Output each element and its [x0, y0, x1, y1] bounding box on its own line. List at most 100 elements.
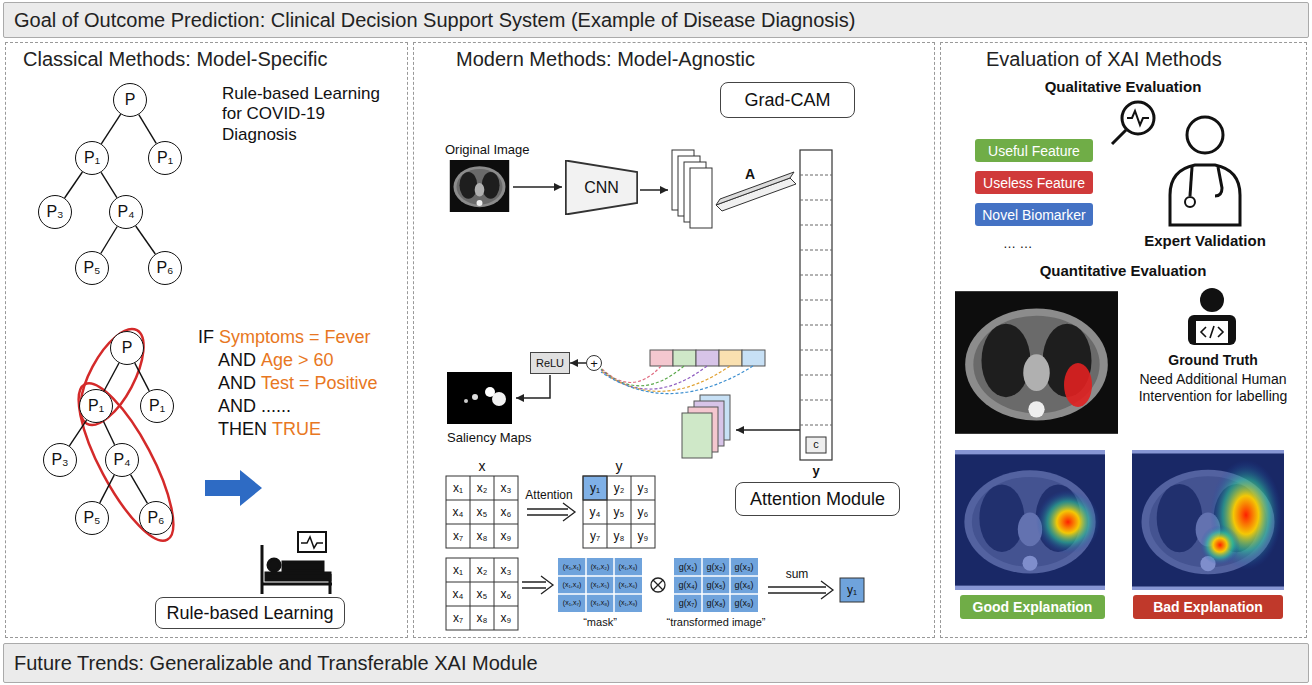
- explanation-tag: Good Explanation: [960, 595, 1105, 619]
- patient-bed-icon-part: [262, 583, 332, 586]
- ground-truth-image-part: [955, 291, 1118, 434]
- patient-bed-icon-part: [266, 573, 330, 580]
- attention-grids-part: [583, 476, 607, 500]
- rule-text: TRUE: [272, 418, 321, 440]
- grid-cell-text: g(x₈): [706, 598, 725, 609]
- attention-grids-part: [446, 476, 518, 548]
- annotation-label: y: [812, 463, 819, 479]
- mask-grids-part: [651, 578, 665, 592]
- tree-node-circle: P₆: [139, 501, 173, 535]
- grid-cell-text: x₁: [453, 481, 463, 495]
- annotation-label: Expert Validation: [1144, 232, 1266, 250]
- patient-bed-icon: [262, 532, 332, 594]
- tree-node-circle: P₄: [105, 443, 139, 477]
- flow-arrows-part: [640, 189, 668, 191]
- magnifier-icon-part: [1122, 102, 1154, 134]
- annotation-label: “transformed image”: [666, 616, 765, 629]
- saliency-map-part: [492, 392, 506, 406]
- tree-node-circle: P₅: [75, 251, 109, 285]
- node-text: CNN: [584, 179, 619, 197]
- method-box: Attention Module: [735, 482, 900, 516]
- feature-maps: [672, 150, 796, 228]
- saliency-map-part: [472, 394, 478, 400]
- rule-ellipses-part: [62, 372, 191, 552]
- grid-cell-text: y₈: [614, 529, 625, 543]
- rule-line: THENTRUE: [218, 418, 321, 440]
- class-weights-part: [742, 350, 765, 366]
- node-text: P₁: [84, 149, 100, 167]
- rule-ellipses: [62, 320, 191, 552]
- cnn-outline: [566, 161, 638, 215]
- arrow-connector: [570, 362, 586, 363]
- weighted-maps-part: [682, 413, 712, 458]
- sum-circle: +: [586, 355, 602, 371]
- cnn-trapezoid: CNN: [565, 160, 638, 215]
- class-weights-part: [673, 350, 696, 366]
- rule-text: Symptoms = Fever: [219, 326, 371, 348]
- grid-cell-text: x₆: [501, 505, 512, 519]
- ground-truth-image-part: [1064, 363, 1092, 407]
- tree-branch: [104, 363, 119, 391]
- saliency-map-part: [447, 372, 512, 424]
- node-text: P₁: [88, 397, 104, 415]
- ct-original-image: [450, 160, 509, 212]
- mask-grids-part: [558, 558, 642, 612]
- doctor-icon-part: [1187, 117, 1223, 153]
- grid-cell-text: y₉: [638, 529, 649, 543]
- double-arrows: [522, 503, 833, 599]
- weighted-maps: [682, 395, 730, 458]
- coder-icon-part: [1200, 288, 1224, 312]
- annotation-label: x: [479, 458, 486, 475]
- node-text: +: [590, 357, 598, 370]
- tree-branch: [139, 115, 156, 144]
- node-text: P₁: [157, 149, 173, 167]
- double-arrows-part: [541, 576, 553, 594]
- node-text: P₆: [147, 509, 164, 527]
- panel-heading: Classical Methods: Model-Specific: [23, 48, 328, 71]
- grid-cell-text: g(x₁): [679, 562, 698, 573]
- annotation-label: “mask”: [583, 616, 617, 629]
- coder-icon: [1188, 288, 1236, 345]
- grid-cell-text: y₆: [638, 505, 649, 519]
- output-vector-part: [800, 175, 832, 425]
- node-text: Grad-CAM: [744, 90, 830, 111]
- attention-grids-part: [583, 476, 655, 548]
- node-text: Useless Feature: [983, 175, 1085, 191]
- node-text: P₅: [83, 509, 100, 527]
- doctor-icon: [1170, 117, 1240, 225]
- flow-arrows-part: [736, 429, 800, 431]
- section-panel: Modern Methods: Model-AgnosticGrad-CAMCN…: [413, 42, 935, 638]
- grid-cell-text: (x₁,x₁): [563, 563, 581, 571]
- rule-text: THEN: [218, 418, 267, 440]
- node-text: Novel Biomarker: [982, 207, 1085, 223]
- attention-grids-part: [446, 476, 518, 548]
- flow-arrows-part: [513, 186, 562, 188]
- patient-bed-icon-part: [301, 537, 323, 548]
- tree-branch: [101, 172, 117, 197]
- ct-original-image-part: [450, 160, 509, 212]
- good-heatmap-part: [1036, 490, 1100, 554]
- grid-cell-text: x₉: [501, 529, 512, 543]
- tree-node-circle: P: [113, 83, 147, 117]
- grid-cell-text: y₂: [614, 481, 625, 495]
- class-weights-part: [696, 350, 719, 366]
- weight-curves-part: [601, 366, 753, 394]
- annotation-label: y₁: [847, 583, 857, 597]
- coder-icon-part: [1201, 326, 1223, 338]
- rule-text: Test = Positive: [261, 372, 378, 394]
- rule-line: ANDAge > 60: [218, 349, 334, 371]
- grid-cell-text: x₅: [477, 505, 488, 519]
- grid-cell-text: x₃: [501, 481, 512, 495]
- weight-curves-part: [601, 366, 730, 391]
- annotation-label: … …: [1003, 236, 1033, 252]
- explanation-tag: Bad Explanation: [1133, 595, 1283, 619]
- good-heatmap: [955, 450, 1105, 590]
- doctor-icon-part: [1190, 167, 1192, 196]
- tree-node-circle: P₆: [148, 251, 182, 285]
- tree-branch: [101, 114, 120, 144]
- bad-heatmap: [1132, 450, 1284, 590]
- annotation-label: Rule-based Learning for COVID-19 Diagnos…: [222, 84, 400, 145]
- grid-cell-text: x₁: [453, 563, 463, 577]
